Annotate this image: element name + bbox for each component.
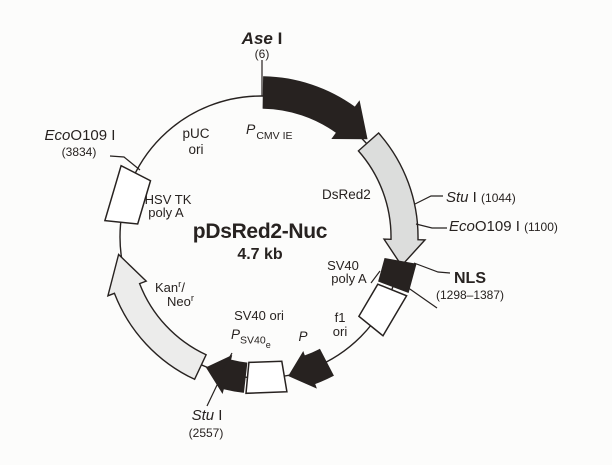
eco1100-site-label: EcoO109 I (1100) [449,218,558,235]
stu1044-site-label: Stu I (1044) [446,189,516,206]
sv40polya-pointer [370,270,381,284]
f1-ori-label-line1: f1 [335,310,346,325]
sv40-polya-label-line2: poly A [331,271,367,286]
stu2557-pointer [206,382,219,407]
kan-neo-label-line1: Kanr/ [155,279,185,295]
psv40e-pointer [221,352,233,372]
dsred2-label: DsRed2 [322,187,371,202]
eco3834-site-label: EcoO109 I [45,127,116,144]
sv40-polya-segment [357,283,408,337]
ase-site-label: Ase I [241,29,283,48]
hsvtk-polya-label-line1: HSV TK [145,192,192,207]
psv40e-promoter-arrow-right [288,348,334,389]
kan-neo-resistance-arrow [106,253,208,381]
psv40e-promoter-arrow-left [205,355,248,394]
pcmv-ie-promoter-arrow [262,76,368,140]
pcmv-promoter-label: PCMV IE [246,121,293,142]
sv40-ori-segment [245,360,288,395]
kan-neo-label-line2: Neor [167,293,194,309]
plasmid-shapes [103,60,451,407]
f1-ori-label-line2: ori [333,324,348,339]
stu2557-site-label: Stu I [192,407,223,424]
hsvtk-polya-segment [103,164,152,225]
ase-site-number: (6) [255,47,270,61]
psv40e-promoter-label: PSV40e [231,327,271,350]
nls-segment [378,258,417,293]
nls-pointer-lower [406,286,438,309]
sv40-ori-label: SV40 ori [234,308,284,323]
sv40-polya-label-line1: SV40 [327,258,359,273]
stu1044-pointer [414,195,443,205]
puc-ori-label-line1: pUC [182,126,209,141]
puc-ori-label-line2: ori [188,142,203,157]
plasmid-title: pDsRed2-Nuc [193,220,328,243]
hsvtk-polya-label-line2: poly A [148,205,184,220]
p-promoter-label: P [298,329,307,344]
stu2557-site-number: (2557) [189,426,224,440]
nls-pointer-upper [413,262,451,274]
eco3834-site-number: (3834) [62,145,97,159]
nls-range: (1298–1387) [436,288,504,302]
eco3834-pointer [109,155,141,171]
plasmid-size: 4.7 kb [237,246,283,263]
eco1100-pointer [415,223,447,229]
nls-label: NLS [454,270,486,287]
